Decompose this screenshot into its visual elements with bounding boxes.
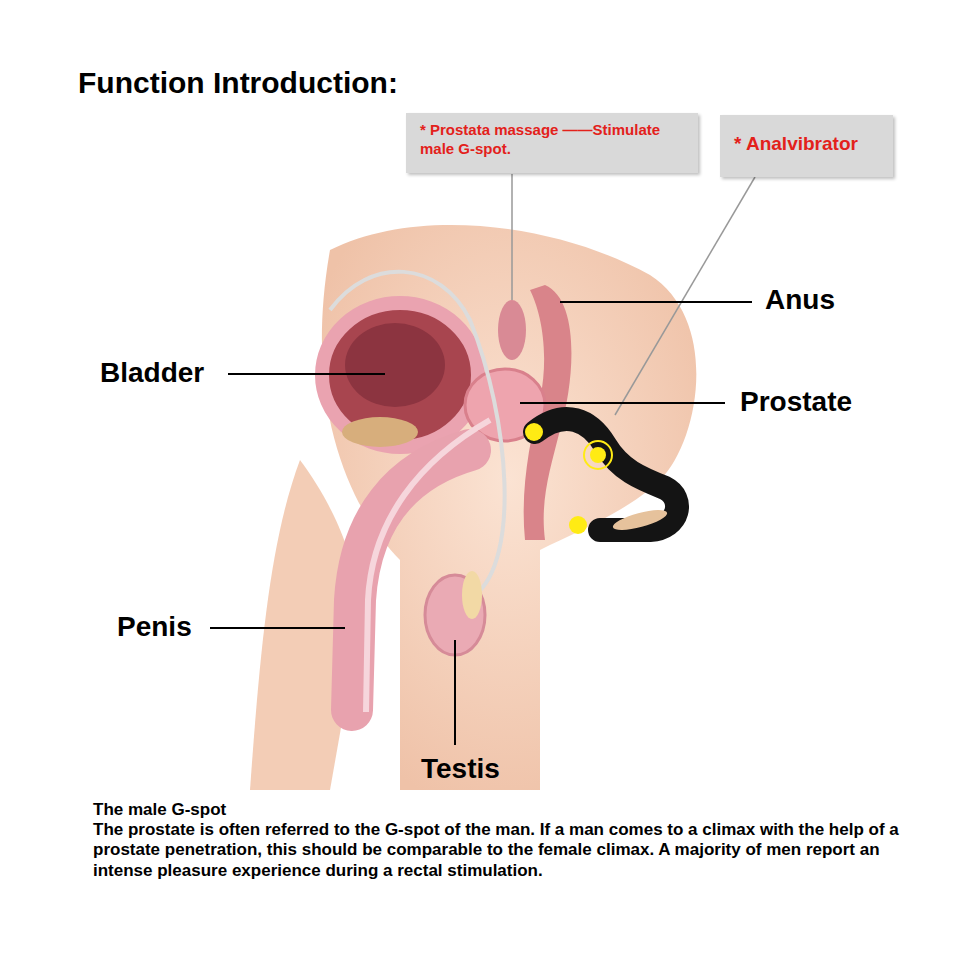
part-label: Prostate [740,386,852,418]
vibration-dot [569,516,587,534]
caption: The prostate is often referred to the G-… [93,820,908,881]
callout-box: * Analvibrator [720,115,893,177]
leader-line [210,627,345,629]
leader-line [511,174,513,300]
vibration-dot [590,447,606,463]
vibration-dot [525,423,543,441]
callout-text: * Analvibrator [734,132,879,157]
bladder-inner [345,323,445,407]
pubic-bone [342,417,418,447]
leader-line [228,373,385,375]
leader-line [615,177,755,415]
leader-line [454,640,456,745]
leader-line [520,402,725,404]
device-highlight [611,506,669,534]
urethra [366,420,490,712]
title: Function Introduction: [78,66,398,100]
leader-line [560,301,752,303]
callout-text: * Prostata massage ——Stimulate male G-sp… [420,121,684,159]
body-outline [322,225,696,790]
seminal-vesicle [498,300,526,360]
part-label: Penis [117,611,192,643]
caption-heading: The male G-spot [93,800,226,820]
part-label: Anus [765,284,835,316]
vibration-ring [584,441,612,469]
epididymis [462,571,482,619]
callout-box: * Prostata massage ——Stimulate male G-sp… [406,113,698,173]
vas-deferens [330,272,505,595]
part-label: Bladder [100,357,204,389]
part-label: Testis [421,753,500,785]
